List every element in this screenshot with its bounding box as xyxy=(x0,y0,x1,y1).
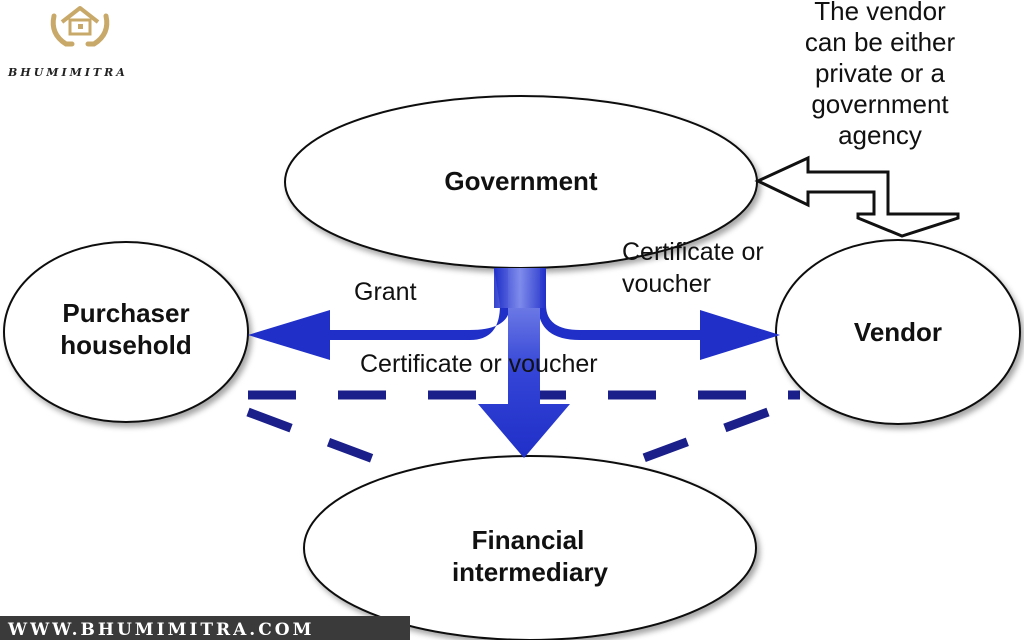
arrow-bundle-highlight xyxy=(494,268,546,308)
footer-band xyxy=(0,616,410,640)
dashed-line-vendor-intermediary xyxy=(620,407,770,471)
brand-logo: BHUMIMITRA xyxy=(7,6,128,79)
node-purchaser-label-line2: household xyxy=(60,330,191,360)
brand-name: BHUMIMITRA xyxy=(7,66,128,79)
node-intermediary-label-line2: intermediary xyxy=(452,557,609,587)
edge-label-certificate-vendor-line2: voucher xyxy=(622,270,711,298)
vendor-note-line4: government xyxy=(811,89,949,119)
vendor-note-line5: agency xyxy=(838,120,922,150)
arrow-certificate-intermediary xyxy=(478,268,570,458)
node-intermediary-label-line1: Financial xyxy=(472,525,585,555)
house-in-hands-icon xyxy=(50,6,110,47)
node-government: Government xyxy=(284,95,758,269)
vendor-note: The vendor can be either private or a go… xyxy=(805,0,956,150)
node-purchaser-household: Purchaser household xyxy=(3,241,249,423)
website-url: WWW.BHUMIMITRA.COM xyxy=(7,620,314,640)
hollow-arrow-vendor-government xyxy=(754,155,960,238)
vendor-note-line3: private or a xyxy=(815,58,946,88)
website-footer: WWW.BHUMIMITRA.COM xyxy=(0,616,410,640)
edge-label-certificate-intermediary: Certificate or voucher xyxy=(360,350,598,378)
blue-arrows xyxy=(248,268,780,458)
vendor-note-line2: can be either xyxy=(805,27,956,57)
node-financial-intermediary: Financial intermediary xyxy=(303,455,757,640)
arrow-grant xyxy=(248,268,510,360)
node-vendor-label: Vendor xyxy=(854,317,942,347)
arrow-certificate-vendor xyxy=(530,268,780,360)
edge-label-grant: Grant xyxy=(354,278,417,306)
dashed-line-purchaser-intermediary xyxy=(246,407,394,471)
node-government-label: Government xyxy=(444,166,597,196)
node-purchaser-label-line1: Purchaser xyxy=(62,298,189,328)
vendor-note-line1: The vendor xyxy=(814,0,946,26)
node-vendor: Vendor xyxy=(775,239,1021,425)
edge-label-certificate-vendor-line1: Certificate or xyxy=(622,238,764,266)
